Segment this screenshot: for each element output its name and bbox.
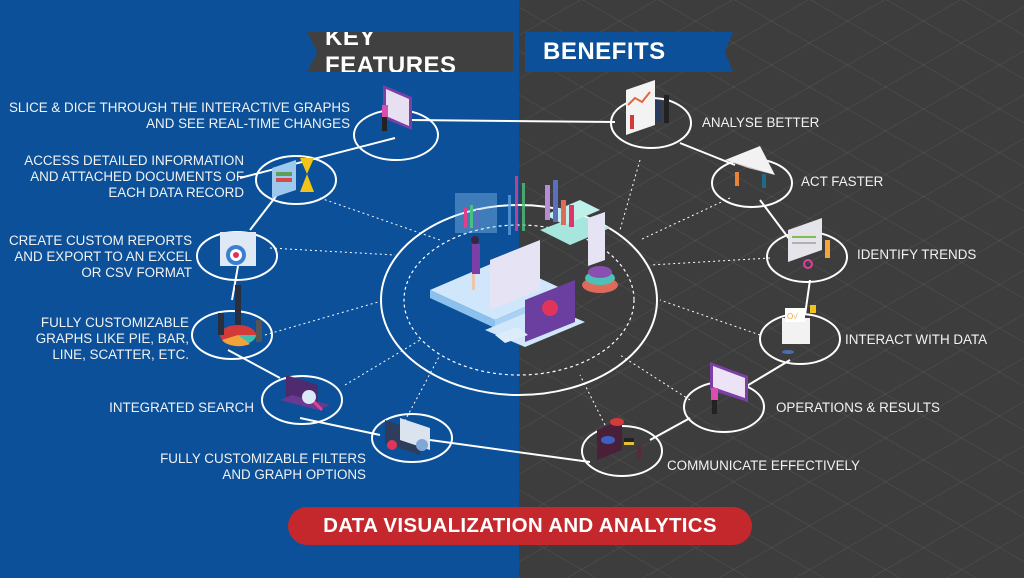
paper-plane-icon	[725, 146, 775, 188]
key-feature-5-line-1: INTEGRATED SEARCH	[109, 400, 254, 415]
key-feature-5: INTEGRATED SEARCH	[109, 400, 254, 416]
key-feature-3: CREATE CUSTOM REPORTS AND EXPORT TO AN E…	[9, 233, 192, 281]
benefit-3: IDENTIFY TRENDS	[857, 247, 977, 262]
key-feature-2-line-3: EACH DATA RECORD	[108, 185, 244, 200]
person-at-dashboard-icon	[382, 85, 412, 131]
key-feature-3-line-3: OR CSV FORMAT	[81, 265, 192, 280]
svg-text:O√: O√	[787, 312, 798, 321]
footer-title: DATA VISUALIZATION AND ANALYTICS	[323, 514, 717, 537]
benefit-2: ACT FASTER	[801, 174, 884, 189]
report-target-icon	[220, 232, 256, 266]
key-feature-3-line-1: CREATE CUSTOM REPORTS	[8, 233, 192, 248]
documents-checklist-icon: O√	[782, 305, 816, 354]
data-analytics-laptops-icon	[430, 176, 618, 347]
benefit-4: INTERACT WITH DATA	[845, 332, 988, 347]
benefits-ribbon: BENEFITS	[525, 32, 733, 72]
key-feature-4-line-2: GRAPHS LIKE PIE, BAR,	[35, 331, 189, 346]
pie-chart-people-icon	[218, 285, 262, 347]
key-feature-1-line-2: AND SEE REAL-TIME CHANGES	[146, 116, 350, 131]
benefits-title: BENEFITS	[543, 38, 666, 65]
key-feature-4: FULLY CUSTOMIZABLE GRAPHS LIKE PIE, BAR,…	[36, 315, 189, 363]
laptop-search-icon	[280, 375, 330, 412]
laptop-flags-icon	[597, 418, 641, 460]
center-ring-inner	[403, 224, 635, 376]
key-feature-3-line-2: AND EXPORT TO AN EXCEL	[14, 249, 192, 264]
filters-gears-icon	[385, 418, 430, 455]
key-feature-1-line-1: SLICE & DICE THROUGH THE INTERACTIVE GRA…	[8, 100, 350, 115]
key-feature-2-line-1: ACCESS DETAILED INFORMATION	[24, 153, 244, 168]
dashed-links	[264, 159, 771, 431]
key-feature-6: FULLY CUSTOMIZABLE FILTERS AND GRAPH OPT…	[160, 451, 366, 483]
key-features-ribbon: KEY FEATURES	[307, 32, 513, 72]
magnifier-report-icon	[788, 218, 830, 269]
key-feature-1: SLICE & DICE THROUGH THE INTERACTIVE GRA…	[9, 100, 350, 132]
key-feature-4-line-1: FULLY CUSTOMIZABLE	[40, 315, 189, 330]
key-feature-2: ACCESS DETAILED INFORMATION AND ATTACHED…	[24, 153, 244, 201]
people-analysing-chart-icon	[626, 80, 669, 135]
key-feature-4-line-3: LINE, SCATTER, ETC.	[52, 347, 189, 362]
center-ring-outer	[380, 204, 658, 396]
footer-banner: DATA VISUALIZATION AND ANALYTICS	[288, 507, 752, 545]
benefit-5: OPERATIONS & RESULTS	[776, 400, 940, 415]
key-feature-6-line-1: FULLY CUSTOMIZABLE FILTERS	[160, 451, 366, 466]
benefit-1: ANALYSE BETTER	[702, 115, 820, 130]
file-drawer-hourglass-icon	[272, 158, 314, 198]
person-at-monitor-icon	[710, 362, 748, 414]
key-feature-2-line-2: AND ATTACHED DOCUMENTS OF	[30, 169, 244, 184]
key-features-title: KEY FEATURES	[325, 24, 457, 79]
key-feature-6-line-2: AND GRAPH OPTIONS	[222, 467, 366, 482]
benefit-6: COMMUNICATE EFFECTIVELY	[667, 458, 860, 473]
